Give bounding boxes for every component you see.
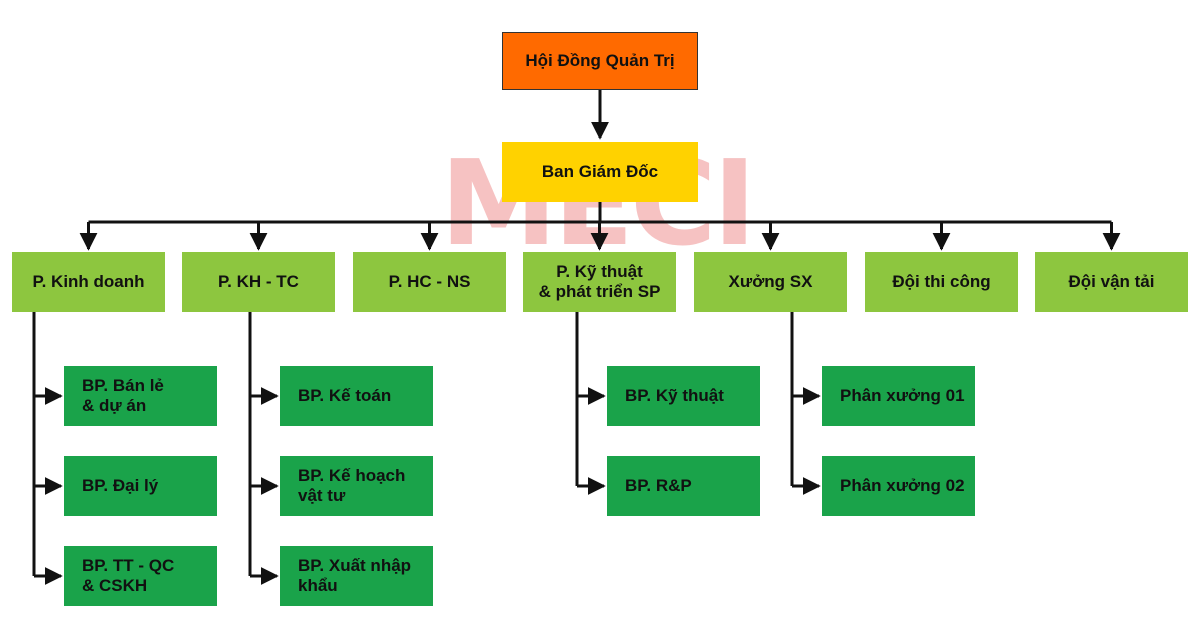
board-box: Hội Đồng Quản Trị <box>502 32 698 90</box>
department-box-4-label: Xưởng SX <box>728 271 813 291</box>
department-box-3: P. Kỹ thuật & phát triển SP <box>523 252 676 312</box>
sub-department-box-0-1-label: BP. Đại lý <box>82 475 159 495</box>
directors-box: Ban Giám Đốc <box>502 142 698 202</box>
sub-department-box-4-0-label: Phân xưởng 01 <box>840 385 965 405</box>
department-box-1: P. KH - TC <box>182 252 335 312</box>
department-box-6-label: Đội vận tải <box>1068 271 1155 291</box>
department-box-5: Đội thi công <box>865 252 1018 312</box>
sub-department-box-0-0: BP. Bán lẻ & dự án <box>64 366 217 426</box>
sub-department-box-4-1: Phân xưởng 02 <box>822 456 975 516</box>
sub-department-box-1-0: BP. Kế toán <box>280 366 433 426</box>
sub-department-box-3-0: BP. Kỹ thuật <box>607 366 760 426</box>
department-box-6: Đội vận tải <box>1035 252 1188 312</box>
sub-department-box-3-1: BP. R&P <box>607 456 760 516</box>
sub-department-box-0-2: BP. TT - QC & CSKH <box>64 546 217 606</box>
sub-department-box-1-1-label: BP. Kế hoạch vật tư <box>298 465 406 505</box>
sub-department-box-0-0-label: BP. Bán lẻ & dự án <box>82 375 164 415</box>
sub-department-box-3-1-label: BP. R&P <box>625 475 692 495</box>
department-box-2-label: P. HC - NS <box>388 271 471 291</box>
department-box-0-label: P. Kinh doanh <box>32 271 145 291</box>
department-box-5-label: Đội thi công <box>892 271 991 291</box>
sub-department-box-0-1: BP. Đại lý <box>64 456 217 516</box>
department-box-4: Xưởng SX <box>694 252 847 312</box>
department-box-1-label: P. KH - TC <box>218 271 299 291</box>
sub-department-box-1-1: BP. Kế hoạch vật tư <box>280 456 433 516</box>
sub-department-box-1-2-label: BP. Xuất nhập khẩu <box>298 555 412 595</box>
sub-department-box-1-0-label: BP. Kế toán <box>298 385 392 405</box>
department-box-2: P. HC - NS <box>353 252 506 312</box>
sub-department-box-4-1-label: Phân xưởng 02 <box>840 475 965 495</box>
sub-department-box-0-2-label: BP. TT - QC & CSKH <box>82 555 175 595</box>
board-label: Hội Đồng Quản Trị <box>525 50 675 70</box>
sub-department-box-3-0-label: BP. Kỹ thuật <box>625 385 724 405</box>
department-box-3-label: P. Kỹ thuật & phát triển SP <box>538 261 661 301</box>
sub-department-box-4-0: Phân xưởng 01 <box>822 366 975 426</box>
sub-department-box-1-2: BP. Xuất nhập khẩu <box>280 546 433 606</box>
directors-label: Ban Giám Đốc <box>541 161 659 181</box>
department-box-0: P. Kinh doanh <box>12 252 165 312</box>
